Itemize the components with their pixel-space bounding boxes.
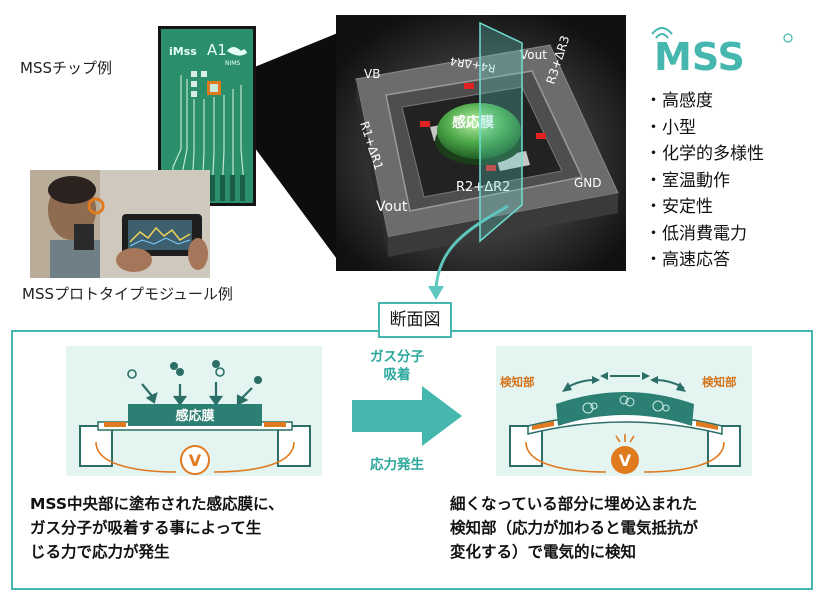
arrow-top-line: 吸着 [383, 367, 411, 383]
arrow-top-text: ガス分子 吸着 [352, 348, 442, 384]
chip-label: A1 [207, 41, 227, 59]
logo-text: MSS [654, 35, 745, 76]
feature-item: 高速応答 [645, 247, 764, 274]
feature-item: 化学的多様性 [645, 141, 764, 168]
feature-item: 低消費電力 [645, 221, 764, 248]
svg-text:iMss: iMss [169, 45, 197, 58]
feature-item: 室温動作 [645, 168, 764, 195]
feature-item: 安定性 [645, 194, 764, 221]
right-description-line: 細くなっている部分に埋め込まれた [450, 495, 698, 513]
left-description-line: MSS中央部に塗布された感応膜に、 [30, 495, 284, 513]
detector-left-label: 検知部 [500, 375, 535, 389]
right-meter-label: V [619, 451, 632, 470]
mss-logo: MSS [648, 24, 798, 76]
left-cross-section: 感応膜 V [66, 346, 322, 476]
chip-brand: NIMS [225, 60, 240, 67]
left-description-line: じる力で応力が発生 [30, 543, 170, 561]
chip-example-caption: MSSチップ例 [20, 59, 112, 77]
right-cross-section: V 検知部 検知部 [496, 346, 752, 476]
feature-list: 高感度 小型 化学的多様性 室温動作 安定性 低消費電力 高速応答 [645, 88, 764, 274]
feature-item: 高感度 [645, 88, 764, 115]
left-description-line: ガス分子が吸着する事によって生 [30, 519, 262, 537]
left-meter-label: V [189, 451, 202, 470]
r2-label: R2+ΔR2 [456, 180, 510, 195]
process-arrow [352, 386, 462, 446]
sensor-membrane-label: 感応膜 [452, 114, 494, 131]
left-description: MSS中央部に塗布された感応膜に、 ガス分子が吸着する事によって生 じる力で応力… [30, 492, 360, 564]
arrow-top-line: ガス分子 [370, 349, 424, 365]
gnd-label: GND [574, 176, 602, 190]
prototype-module-photo [30, 170, 210, 278]
module-example-caption: MSSプロトタイプモジュール例 [22, 285, 233, 303]
feature-item: 小型 [645, 115, 764, 142]
cross-section-label: 断面図 [378, 302, 452, 338]
right-description: 細くなっている部分に埋め込まれた 検知部（応力が加わると電気抵抗が 変化する）で… [450, 492, 800, 564]
vout-bottom-label: Vout [376, 199, 408, 215]
detector-right-label: 検知部 [702, 375, 737, 389]
left-membrane-label: 感応膜 [175, 408, 214, 424]
mss-chip: iMss A1 NIMS [158, 26, 256, 206]
vout-top-label: Vout [520, 48, 547, 62]
arrow-bottom-text: 応力発生 [370, 457, 424, 473]
vb-label: VB [364, 67, 380, 81]
right-description-line: 変化する）で電気的に検知 [450, 543, 637, 561]
right-description-line: 検知部（応力が加わると電気抵抗が [450, 519, 699, 537]
section-pointer-arrow [428, 204, 509, 300]
sensor-3d-diagram: 感応膜 VB Vout Vout GND R2+ΔR2 R1+ΔR1 R3+ΔR… [336, 15, 626, 271]
